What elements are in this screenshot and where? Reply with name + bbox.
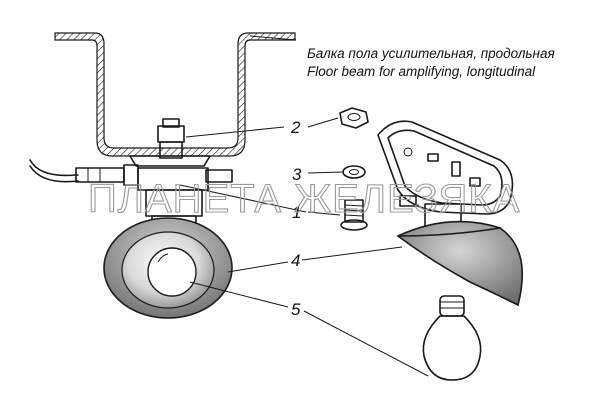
floor-beam	[54, 32, 296, 157]
screw-part	[340, 199, 368, 231]
callout-5: 5	[291, 300, 301, 319]
callout-4: 4	[291, 251, 300, 270]
nut-part	[339, 107, 369, 129]
leader-lines	[179, 35, 429, 377]
lamp-base-plate	[377, 120, 514, 227]
caption-en: Floor beam for amplifying, longitudinal	[307, 64, 536, 79]
assembled-lamp	[103, 217, 233, 319]
callout-1: 1	[292, 203, 301, 222]
watermark-text: ПЛАНЕТА ЖЕЛЕЗЯКА	[88, 177, 520, 221]
callout-3: 3	[292, 165, 302, 184]
caption-ru: Балка пола усилительная, продольная	[307, 46, 555, 61]
washer-part	[342, 165, 366, 179]
lamp-shade-part	[396, 220, 524, 307]
callout-2: 2	[290, 118, 301, 137]
bolt-assembly	[129, 118, 211, 167]
bulb-part	[422, 295, 482, 381]
